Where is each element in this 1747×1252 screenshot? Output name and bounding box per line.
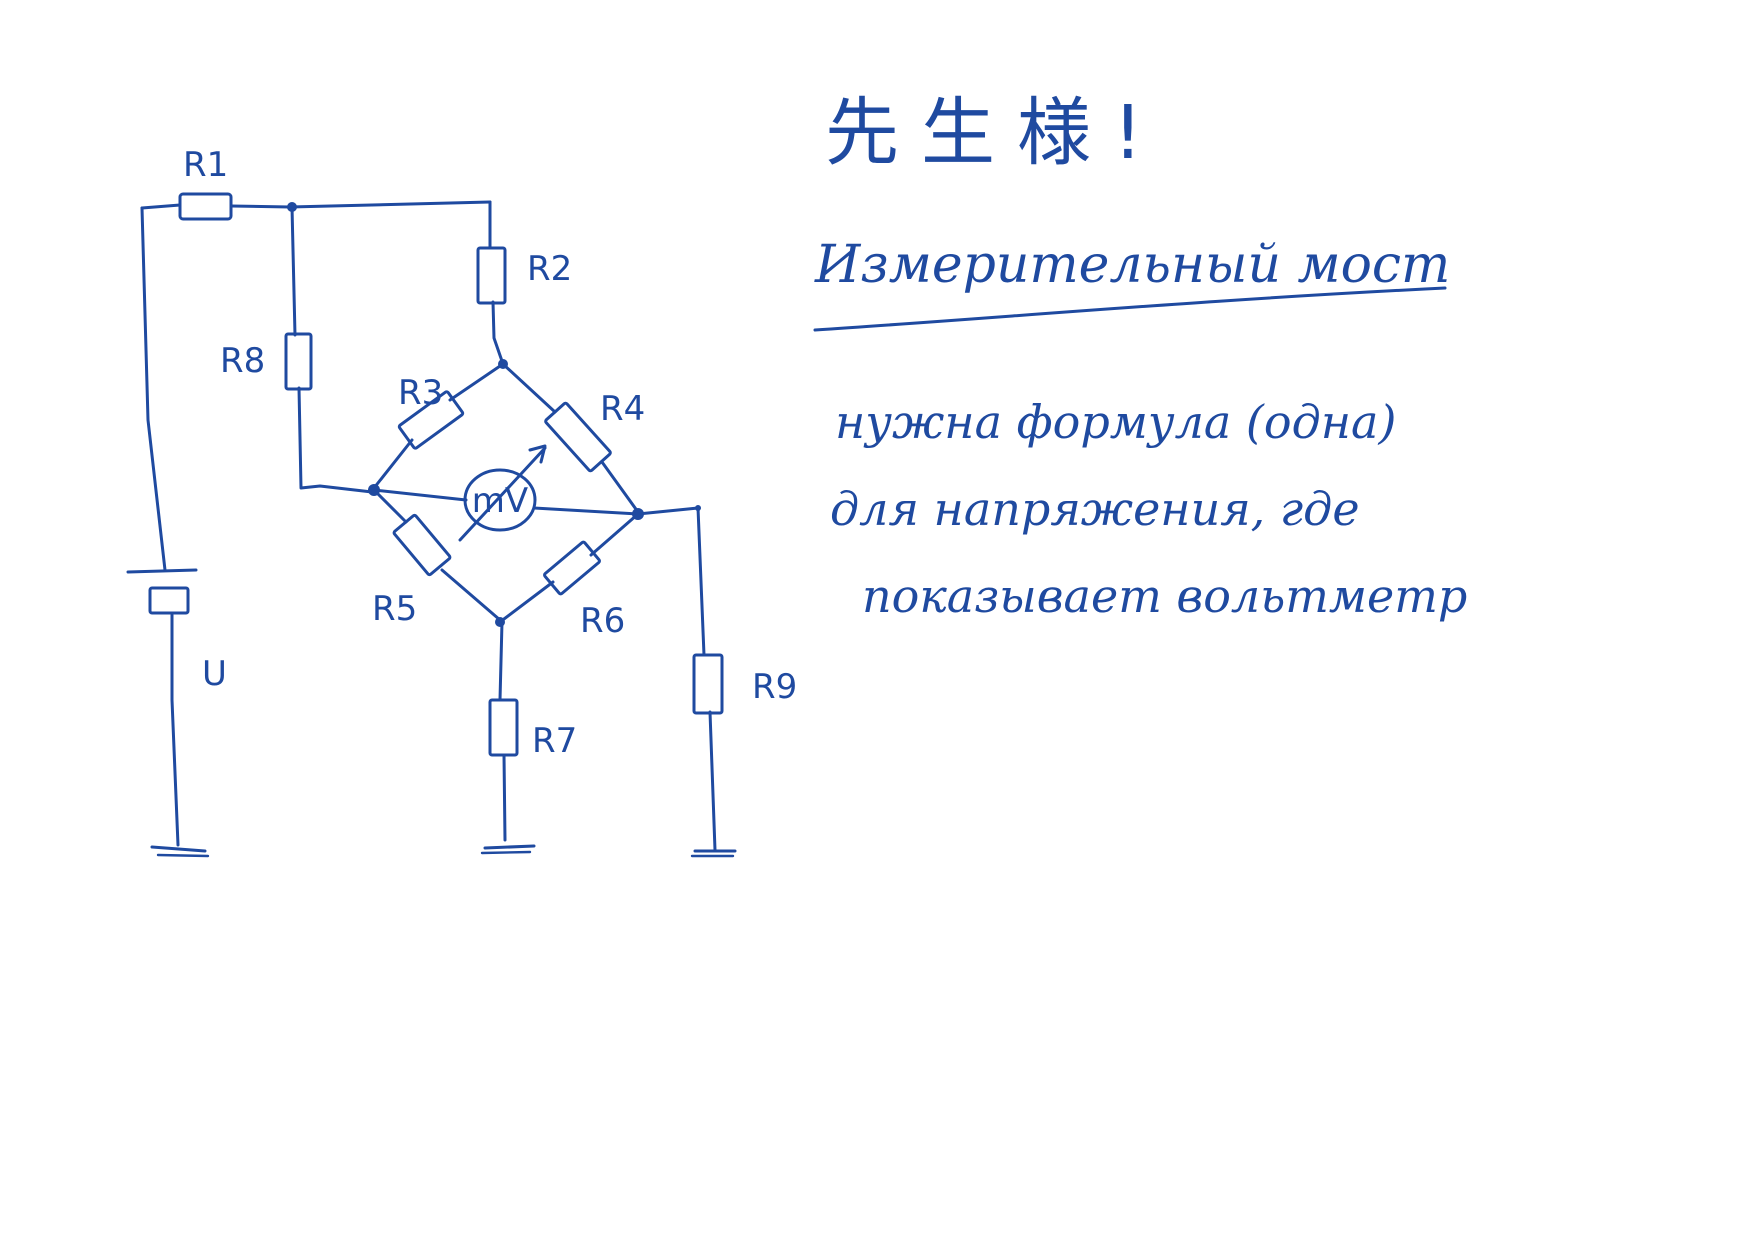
resistor-r6 [543, 540, 601, 596]
resistor-r8 [284, 332, 313, 391]
note-line-1: нужна формула (одна) [835, 395, 1396, 449]
component-labels: R1 R2 R3 R4 R5 R6 R7 R8 R9 U [183, 145, 797, 761]
label-r7: R7 [532, 721, 577, 761]
label-u: U [202, 654, 227, 694]
voltmeter-label: mV [472, 481, 528, 521]
wires [140, 200, 717, 852]
grounds [150, 844, 737, 858]
note-line-3: показывает вольтметр [862, 569, 1467, 623]
title-underline [813, 286, 1447, 332]
resistor-r3 [397, 390, 465, 450]
label-r9: R9 [752, 667, 797, 707]
label-r8: R8 [220, 341, 265, 381]
voltmeter: mV [458, 444, 547, 542]
resistor-r9 [692, 653, 724, 715]
voltage-source [126, 568, 198, 615]
resistor-r4 [544, 401, 612, 473]
resistor-r7 [488, 698, 519, 757]
resistor-r5 [392, 513, 452, 577]
label-r5: R5 [372, 589, 417, 629]
greeting-text: 先生様! [825, 90, 1165, 176]
label-r3: R3 [398, 373, 443, 413]
resistor-r1 [178, 192, 233, 221]
label-r6: R6 [580, 601, 625, 641]
label-r1: R1 [183, 145, 228, 185]
resistor-r2 [476, 246, 507, 305]
ground-left [150, 845, 207, 853]
label-r4: R4 [600, 389, 645, 429]
ground-middle [483, 844, 536, 850]
junction-nodes [287, 202, 701, 627]
notes: 先生様! Измерительный мост нужна формула (о… [813, 90, 1467, 623]
resistors [178, 192, 724, 757]
label-r2: R2 [527, 249, 572, 289]
note-line-2: для напряжения, где [830, 482, 1360, 536]
note-title: Измерительный мост [814, 235, 1450, 295]
